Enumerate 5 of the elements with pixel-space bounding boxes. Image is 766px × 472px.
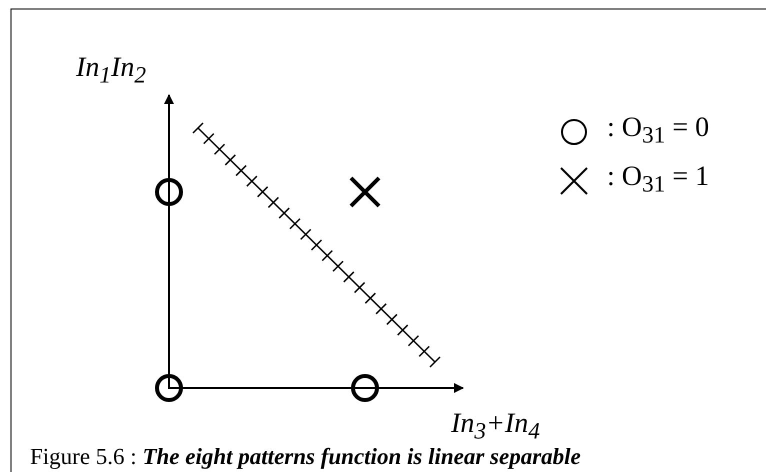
axis-label: In$_{1}$In$_{2}$ [76, 52, 146, 90]
figure-caption: Figure 5.6 : The eight patterns function is linear separable [30, 444, 581, 470]
legend-text: : O$_{31}$ = 0 [607, 112, 710, 150]
legend-text: : O$_{31}$ = 1 [607, 161, 710, 199]
axis-label: In$_{3}$+In$_{4}$ [451, 408, 540, 446]
